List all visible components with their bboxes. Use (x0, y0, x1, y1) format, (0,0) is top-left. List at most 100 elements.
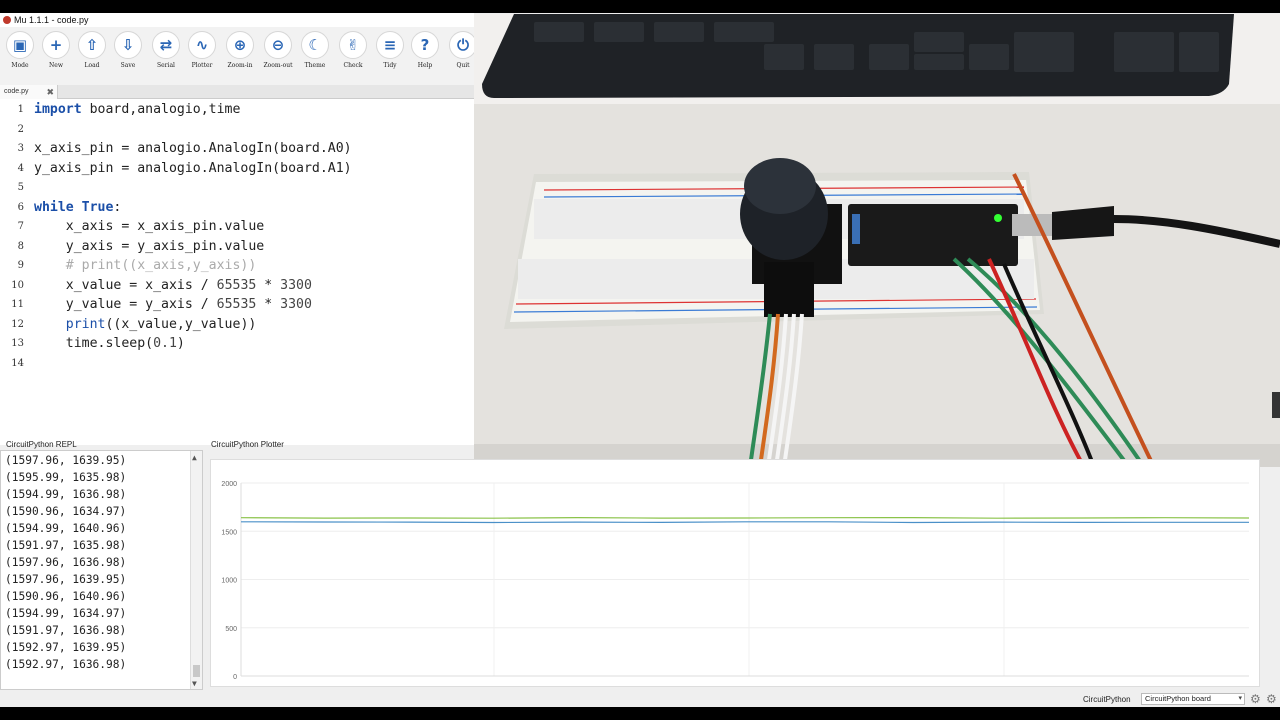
load-button[interactable]: ⇧ Load (74, 31, 110, 81)
quit-button[interactable]: ⏻ Quit (445, 31, 481, 81)
repl-pane-title: CircuitPython REPL (6, 440, 77, 449)
toolbar-button-label: New (49, 62, 63, 69)
toolbar-button-label: Tidy (383, 62, 397, 69)
line-number: 5 (17, 182, 24, 193)
code-text: y_value = y_axis / 65535 * 3300 (34, 297, 312, 312)
repl-output-line: (1597.96, 1639.95) (5, 573, 127, 586)
mode-icon: ▣ (6, 31, 34, 59)
line-number: 1 (17, 104, 24, 115)
list-icon: ≡ (376, 31, 404, 59)
check-button[interactable]: ✌Check (335, 31, 371, 81)
toolbar: ▣ Mode + New ⇧ Load ⇩Save⇄ Serial ∿Plotter⊕Zoom-… (0, 27, 477, 85)
plotter-pane-title: CircuitPython Plotter (211, 440, 284, 449)
code-line[interactable]: 9 # print((x_axis,y_axis)) (0, 256, 474, 276)
code-text: time.sleep(0.1) (34, 336, 185, 351)
line-number: 4 (17, 162, 24, 174)
repl-output-line: (1597.96, 1639.95) (5, 454, 127, 467)
code-text: x_value = x_axis / 65535 * 3300 (34, 277, 312, 293)
help-icon: ? (411, 31, 439, 59)
plotter-button[interactable]: ∿Plotter (184, 31, 220, 81)
line-number: 8 (17, 240, 24, 252)
code-line[interactable]: 10 x_value = x_axis / 65535 * 3300 (0, 276, 474, 296)
code-line[interactable]: 5 (0, 178, 474, 198)
scroll-up-icon[interactable]: ▲ (192, 453, 197, 462)
line-number: 14 (11, 357, 24, 369)
settings-gear-icon[interactable]: ⚙ (1250, 692, 1261, 706)
toolbar-button-label: Quit (456, 62, 470, 69)
theme-button[interactable]: ☾ Theme (297, 31, 333, 81)
repl-scrollbar[interactable]: ▲ ▼ (190, 451, 202, 689)
chevron-down-icon: ▾ (1238, 695, 1242, 702)
code-text: print((x_value,y_value)) (65, 316, 257, 332)
code-line[interactable]: 14 (0, 354, 474, 374)
waveform-icon: ∿ (188, 31, 216, 59)
moon-icon: ☾ (301, 31, 329, 59)
repl-output-line: (1595.99, 1635.98) (5, 471, 127, 484)
toolbar-button-label: Mode (11, 62, 29, 69)
code-line[interactable]: 8 y_axis = y_axis_pin.value (0, 237, 474, 257)
upload-icon: ⇧ (78, 31, 106, 59)
code-line[interactable]: 13 time.sleep(0.1) (0, 334, 474, 354)
code-text: x_axis_pin = analogio.AnalogIn(board.A0) (34, 141, 352, 156)
code-line[interactable]: 2 (0, 120, 474, 140)
toolbar-button-label: Zoom-in (227, 62, 253, 69)
zoom-out-button[interactable]: ⊖Zoom-out (260, 31, 296, 81)
y-tick-label: 1500 (221, 529, 237, 536)
line-number: 11 (11, 299, 24, 310)
mode-button[interactable]: ▣ Mode (2, 31, 38, 81)
code-line[interactable]: 11 y_value = y_axis / 65535 * 3300 (0, 295, 474, 315)
code-line[interactable]: 7 x_axis = x_axis_pin.value (0, 217, 474, 237)
title-bar: Mu 1.1.1 - code.py (0, 13, 474, 27)
close-icon[interactable]: ✖ (46, 87, 54, 97)
admin-gear-icon[interactable]: ⚙ (1266, 692, 1277, 706)
new-button[interactable]: + New (38, 31, 74, 81)
toolbar-button-label: Help (417, 62, 433, 69)
scroll-thumb[interactable] (193, 665, 200, 677)
tab-code-py[interactable]: code.py ✖ (0, 85, 58, 99)
y-tick-label: 1000 (221, 578, 237, 585)
repl-console[interactable]: ▲ ▼ (1597.96, 1639.95) (1595.99, 1635.98)… (0, 450, 203, 690)
serial-arrows-icon: ⇄ (152, 31, 180, 59)
repl-output-line: (1592.97, 1636.98) (5, 658, 127, 671)
power-icon: ⏻ (449, 31, 477, 59)
code-line[interactable]: 1 import board,analogio,time (0, 100, 474, 120)
toolbar-button-label: Theme (304, 62, 326, 69)
tab-label: code.py (4, 88, 29, 95)
mu-editor-window: Mu 1.1.1 - code.py ▣ Mode + New ⇧ Load ⇩Save⇄ S… (0, 13, 1280, 707)
y-tick-label: 500 (225, 626, 237, 633)
line-number: 9 (17, 260, 24, 271)
toolbar-button-label: Serial (157, 62, 175, 69)
help-button[interactable]: ? Help (407, 31, 443, 81)
code-text: while True: (34, 199, 122, 215)
zoom-in-button[interactable]: ⊕Zoom-in (222, 31, 258, 81)
tidy-button[interactable]: ≡ Tidy (372, 31, 408, 81)
series-line-1 (240, 521, 1249, 524)
pane-labels: CircuitPython REPL CircuitPython Plotter (0, 437, 474, 451)
top-black-strip (0, 0, 1280, 13)
repl-output-line: (1591.97, 1635.98) (5, 539, 127, 552)
line-number: 6 (17, 201, 24, 213)
code-line[interactable]: 12 print((x_value,y_value)) (0, 315, 474, 335)
repl-output-line: (1590.96, 1640.96) (5, 590, 127, 603)
code-text: y_axis = y_axis_pin.value (34, 238, 265, 254)
save-button[interactable]: ⇩Save (110, 31, 146, 81)
plus-icon: + (42, 31, 70, 59)
mode-indicator[interactable]: CircuitPython (1083, 695, 1131, 704)
download-icon: ⇩ (114, 31, 142, 59)
status-bar: CircuitPython CircuitPython board ▾ ⚙ ⚙ (0, 691, 1280, 707)
toolbar-button-label: Load (84, 62, 100, 69)
board-select-value: CircuitPython board (1145, 694, 1211, 703)
serial-button[interactable]: ⇄ Serial (148, 31, 184, 81)
line-number: 2 (17, 123, 24, 135)
scroll-down-icon[interactable]: ▼ (192, 679, 197, 688)
repl-output-line: (1597.96, 1636.98) (5, 556, 127, 569)
code-text: import board,analogio,time (34, 102, 241, 117)
repl-output-line: (1591.97, 1636.98) (5, 624, 127, 637)
board-select[interactable]: CircuitPython board ▾ (1141, 693, 1245, 705)
code-line[interactable]: 6 while True: (0, 198, 474, 218)
